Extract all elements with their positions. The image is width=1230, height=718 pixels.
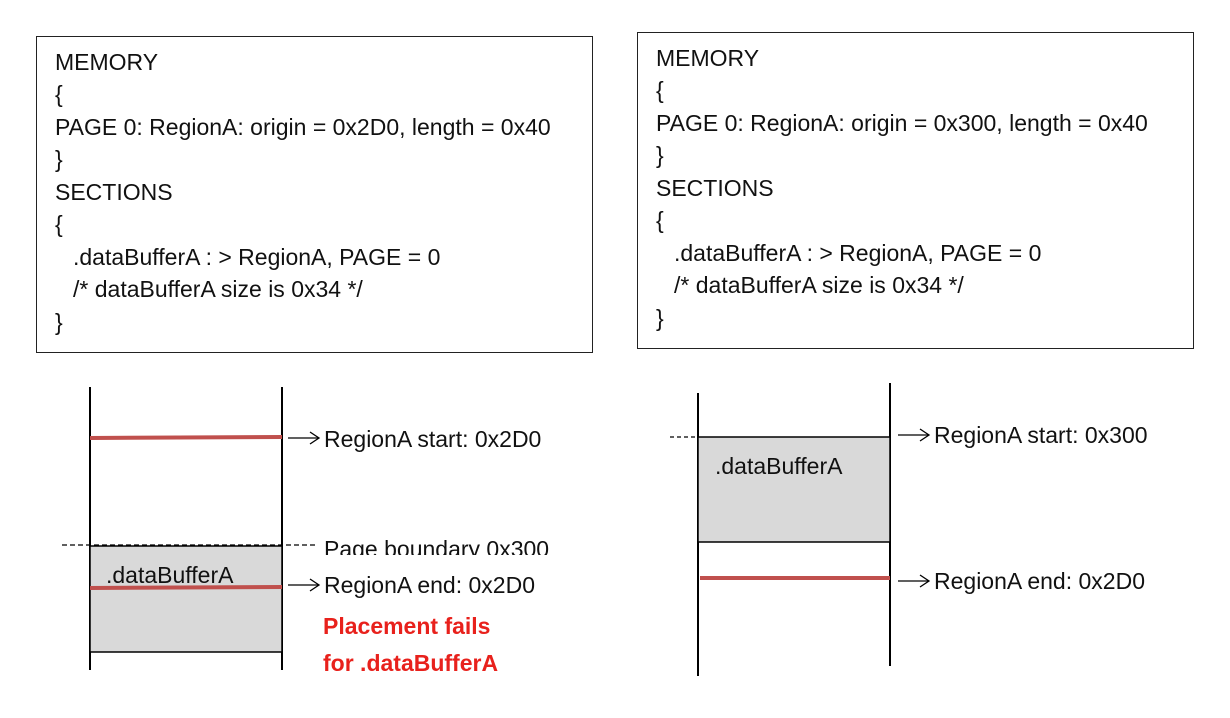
left-region-end-label: RegionA end: 0x2D0: [324, 572, 535, 598]
code-line-memory: MEMORY: [656, 45, 760, 71]
right-data-buffer-block: [697, 436, 891, 543]
right-buffer-label: .dataBufferA: [715, 453, 843, 479]
code-line-open-brace: {: [656, 207, 664, 233]
left-buffer-label: .dataBufferA: [106, 562, 234, 588]
left-region-start-line: [89, 435, 283, 440]
right-region-start-label: RegionA start: 0x300: [934, 422, 1148, 448]
placement-failure-message-line1: Placement fails: [323, 613, 491, 639]
code-line-open-brace: {: [55, 211, 63, 237]
right-arrow-icon: [288, 578, 321, 592]
left-region-end-line: [89, 585, 283, 590]
code-line-close-brace: }: [656, 305, 664, 331]
right-arrow-icon: [898, 428, 931, 442]
code-line-open-brace: {: [656, 77, 664, 103]
right-linker-command-box: MEMORY { PAGE 0: RegionA: origin = 0x300…: [637, 32, 1194, 349]
code-line-comment: /* dataBufferA size is 0x34 */: [674, 272, 964, 298]
code-line-close-brace: }: [656, 142, 664, 168]
code-line-sections: SECTIONS: [656, 175, 774, 201]
code-line-close-brace: }: [55, 309, 63, 335]
right-region-end-label: RegionA end: 0x2D0: [934, 568, 1145, 594]
code-line-memory: MEMORY: [55, 49, 159, 75]
right-arrow-icon: [898, 574, 931, 588]
left-linker-command-box: MEMORY { PAGE 0: RegionA: origin = 0x2D0…: [36, 36, 593, 353]
left-region-start-label: RegionA start: 0x2D0: [324, 426, 542, 452]
code-line-open-brace: {: [55, 81, 63, 107]
code-line-comment: /* dataBufferA size is 0x34 */: [73, 276, 363, 302]
left-data-buffer-block: [89, 545, 283, 653]
code-line-close-brace: }: [55, 146, 63, 172]
code-line-section-allocation: .dataBufferA : > RegionA, PAGE = 0: [73, 244, 441, 270]
left-memory-diagram: [62, 387, 321, 670]
code-line-page-definition: PAGE 0: RegionA: origin = 0x2D0, length …: [55, 114, 551, 140]
code-line-page-definition: PAGE 0: RegionA: origin = 0x300, length …: [656, 110, 1148, 136]
placement-failure-message-line2: for .dataBufferA: [323, 650, 499, 672]
right-memory-diagram: [670, 383, 931, 676]
code-line-section-allocation: .dataBufferA : > RegionA, PAGE = 0: [674, 240, 1042, 266]
code-line-sections: SECTIONS: [55, 179, 173, 205]
left-page-boundary-label: Page boundary 0x300: [324, 536, 550, 555]
right-arrow-icon: [288, 431, 321, 445]
